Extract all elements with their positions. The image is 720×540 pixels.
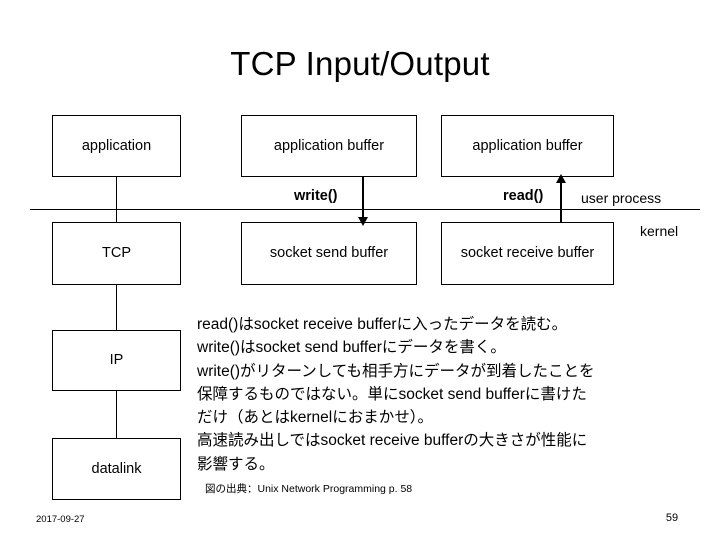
region-label-user-process: user process [581, 190, 662, 206]
footer-date: 2017-09-27 [36, 514, 85, 525]
box-application-buffer-send-label: application buffer [273, 137, 385, 154]
box-datalink-label: datalink [91, 460, 142, 477]
box-socket-receive-buffer[interactable]: socket receive buffer [441, 222, 614, 285]
write-arrow-head-down-icon [358, 217, 368, 226]
read-arrow-head-up-icon [556, 174, 566, 183]
figure-source-citation: 図の出典：Unix Network Programming p. 58 [205, 483, 413, 495]
box-application-buffer-send[interactable]: application buffer [241, 115, 417, 177]
explanation-notes: read()はsocket receive bufferに入ったデータを読む。 … [197, 316, 595, 473]
connector-tcp-to-ip [116, 285, 117, 330]
connector-ip-to-datalink [116, 391, 117, 438]
read-arrow-shaft [560, 182, 562, 222]
box-socket-send-buffer[interactable]: socket send buffer [241, 222, 417, 285]
box-tcp[interactable]: TCP [52, 222, 181, 285]
page-title: TCP Input/Output [230, 45, 490, 82]
user-process-kernel-divider [30, 209, 700, 210]
write-call-label: write() [294, 188, 338, 204]
box-application-buffer-receive[interactable]: application buffer [441, 115, 614, 177]
box-application-label: application [81, 137, 152, 154]
box-ip-label: IP [109, 352, 124, 368]
box-socket-receive-buffer-label: socket receive buffer [460, 245, 595, 261]
write-arrow-shaft [362, 177, 364, 219]
box-ip[interactable]: IP [52, 330, 181, 391]
connector-application-to-tcp [116, 177, 117, 222]
box-application-buffer-receive-label: application buffer [472, 137, 583, 154]
read-call-label: read() [503, 188, 544, 204]
box-socket-send-buffer-label: socket send buffer [269, 245, 389, 261]
box-datalink[interactable]: datalink [52, 438, 181, 500]
region-label-kernel: kernel [640, 223, 679, 239]
box-application[interactable]: application [52, 115, 181, 177]
box-tcp-label: TCP [102, 245, 131, 261]
footer-page-number: 59 [665, 512, 679, 524]
